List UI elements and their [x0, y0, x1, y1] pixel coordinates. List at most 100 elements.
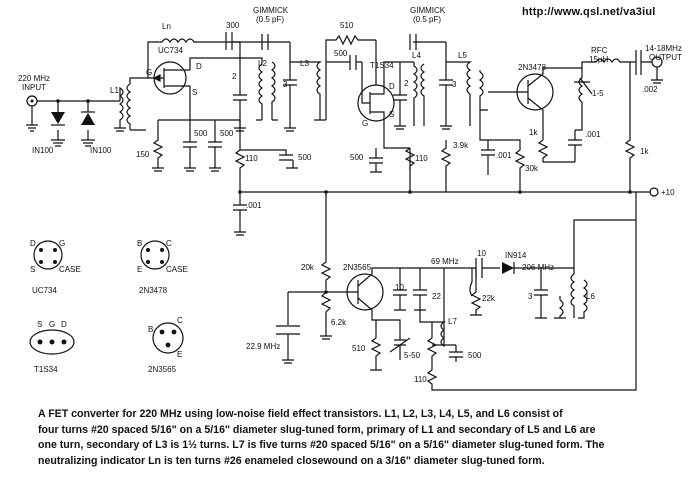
label-c22: 22: [432, 292, 441, 301]
caption-line-3: one turn, secondary of L3 is 1½ turns. L…: [38, 439, 605, 451]
uc734-name: UC734: [32, 286, 57, 295]
pin-uc-d: D: [30, 239, 36, 248]
pin-t-s: S: [37, 320, 42, 329]
gimmick1-icon: [232, 34, 290, 50]
caption-line-1: A FET converter for 220 MHz using low-no…: [38, 408, 563, 420]
pin-r-c: C: [177, 316, 183, 325]
q2n3565-pinout-icon: [152, 322, 184, 354]
label-out-a: 14-18MHz: [645, 44, 682, 53]
label-l6: L6: [586, 292, 595, 301]
label-trim15: 1-5: [592, 89, 604, 98]
label-c500c: 500: [298, 153, 312, 162]
label-c001b: .001: [496, 151, 512, 160]
label-c500d: 500: [350, 153, 364, 162]
label-t1s34: T1S34: [370, 61, 394, 70]
label-rfc-a: RFC: [591, 46, 608, 55]
label-c001c: .001: [246, 201, 262, 210]
source-url[interactable]: http://www.qsl.net/va3iul: [522, 6, 656, 18]
c500a-icon: [183, 120, 197, 172]
crystal-icon: [276, 291, 352, 364]
c500b-icon: [208, 120, 222, 172]
c500c-icon: [240, 149, 298, 169]
label-xtal: 22.9 MHz: [246, 342, 280, 351]
label-g-b: G: [362, 119, 368, 128]
label-r62k: 6.2k: [331, 318, 347, 327]
label-f69: 69 MHz: [431, 257, 459, 266]
r150-icon: [152, 120, 164, 172]
pin-q-case: CASE: [166, 265, 188, 274]
c10b-icon: [454, 258, 500, 297]
r1k-right-icon: [624, 62, 636, 192]
diode-1-icon: [51, 101, 65, 147]
label-c002: .002: [642, 85, 658, 94]
pin-q-e: E: [137, 265, 142, 274]
l4-coil-icon: [412, 62, 418, 126]
label-d1: IN100: [32, 146, 54, 155]
label-r22k: 22k: [482, 294, 496, 303]
pin-r-b: B: [148, 325, 153, 334]
fet2-leads: [361, 40, 400, 140]
q2n3478-leads: [488, 67, 582, 140]
pin-q-c: C: [166, 239, 172, 248]
label-q2n3478: 2N3478: [518, 63, 547, 72]
label-q2n3565: 2N3565: [343, 263, 372, 272]
plus10-terminal-icon: [649, 187, 659, 197]
label-in914: IN914: [505, 251, 527, 260]
r510b-icon: [370, 320, 382, 371]
label-d2: IN100: [90, 146, 112, 155]
label-gimmick2-b: (0.5 pF): [413, 15, 441, 24]
label-r510b: 510: [352, 344, 366, 353]
c500d-icon: [369, 148, 383, 173]
l-trimmer-icon: [574, 68, 593, 112]
l1-coil-icon: [114, 77, 148, 132]
l5-coil-icon: [446, 61, 472, 126]
pin-uc-s: S: [30, 265, 35, 274]
label-n3b: 3: [452, 80, 457, 89]
label-s: S: [192, 88, 197, 97]
label-c300: 300: [226, 21, 240, 30]
label-l7: L7: [448, 317, 457, 326]
pin-uc-g: G: [59, 239, 65, 248]
label-g: G: [146, 68, 152, 77]
label-c3: 3: [528, 292, 533, 301]
label-gimmick1-b: (0.5 pF): [256, 15, 284, 24]
label-l2: L2: [258, 59, 267, 68]
label-ln: Ln: [162, 22, 171, 31]
label-out-b: OUTPUT: [649, 53, 682, 62]
ln-coil-icon: [147, 38, 240, 78]
l6-coil-icon: [513, 262, 576, 318]
label-r1k-b: 1k: [640, 147, 649, 156]
label-rfc-b: 15µH: [589, 55, 609, 64]
caption-line-2: four turns #20 spaced 5/16" on a 5/16" d…: [38, 423, 596, 436]
pin-uc-case: CASE: [59, 265, 81, 274]
label-c500a: 500: [194, 129, 208, 138]
label-r1k-a: 1k: [529, 128, 538, 137]
r110b-icon: [404, 147, 416, 192]
diode-2-icon: [81, 101, 95, 147]
r1k-c001-network: [537, 112, 583, 163]
l3-coil-icon: [270, 61, 276, 120]
label-s-b: S: [389, 110, 394, 119]
r110a-icon: [234, 149, 246, 192]
label-gimmick2-a: GIMMICK: [410, 6, 446, 15]
label-r510top: 510: [340, 21, 354, 30]
trim550-icon: [376, 319, 411, 360]
label-r110c: 110: [414, 375, 427, 384]
pin-t-d: D: [61, 320, 67, 329]
r62k-icon: [320, 291, 332, 340]
label-gimmick1-a: GIMMICK: [253, 6, 289, 15]
c500mid-icon: [326, 55, 362, 70]
c300-icon: [225, 32, 233, 50]
pin-r-e: E: [177, 350, 182, 359]
pin-q-b: B: [137, 239, 142, 248]
circuit-schematic: 220 MHz INPUT L1 Ln UC734 300 GIMMICK (0…: [18, 6, 682, 391]
label-l3: L3: [300, 59, 309, 68]
label-r30k: 30k: [525, 164, 539, 173]
label-c500e: 500: [468, 351, 482, 360]
r22k-icon: [470, 268, 482, 316]
label-l5: L5: [458, 51, 467, 60]
label-n3: 3: [283, 80, 288, 89]
gimmick2-icon: [400, 34, 446, 63]
label-c500b: 500: [220, 129, 234, 138]
